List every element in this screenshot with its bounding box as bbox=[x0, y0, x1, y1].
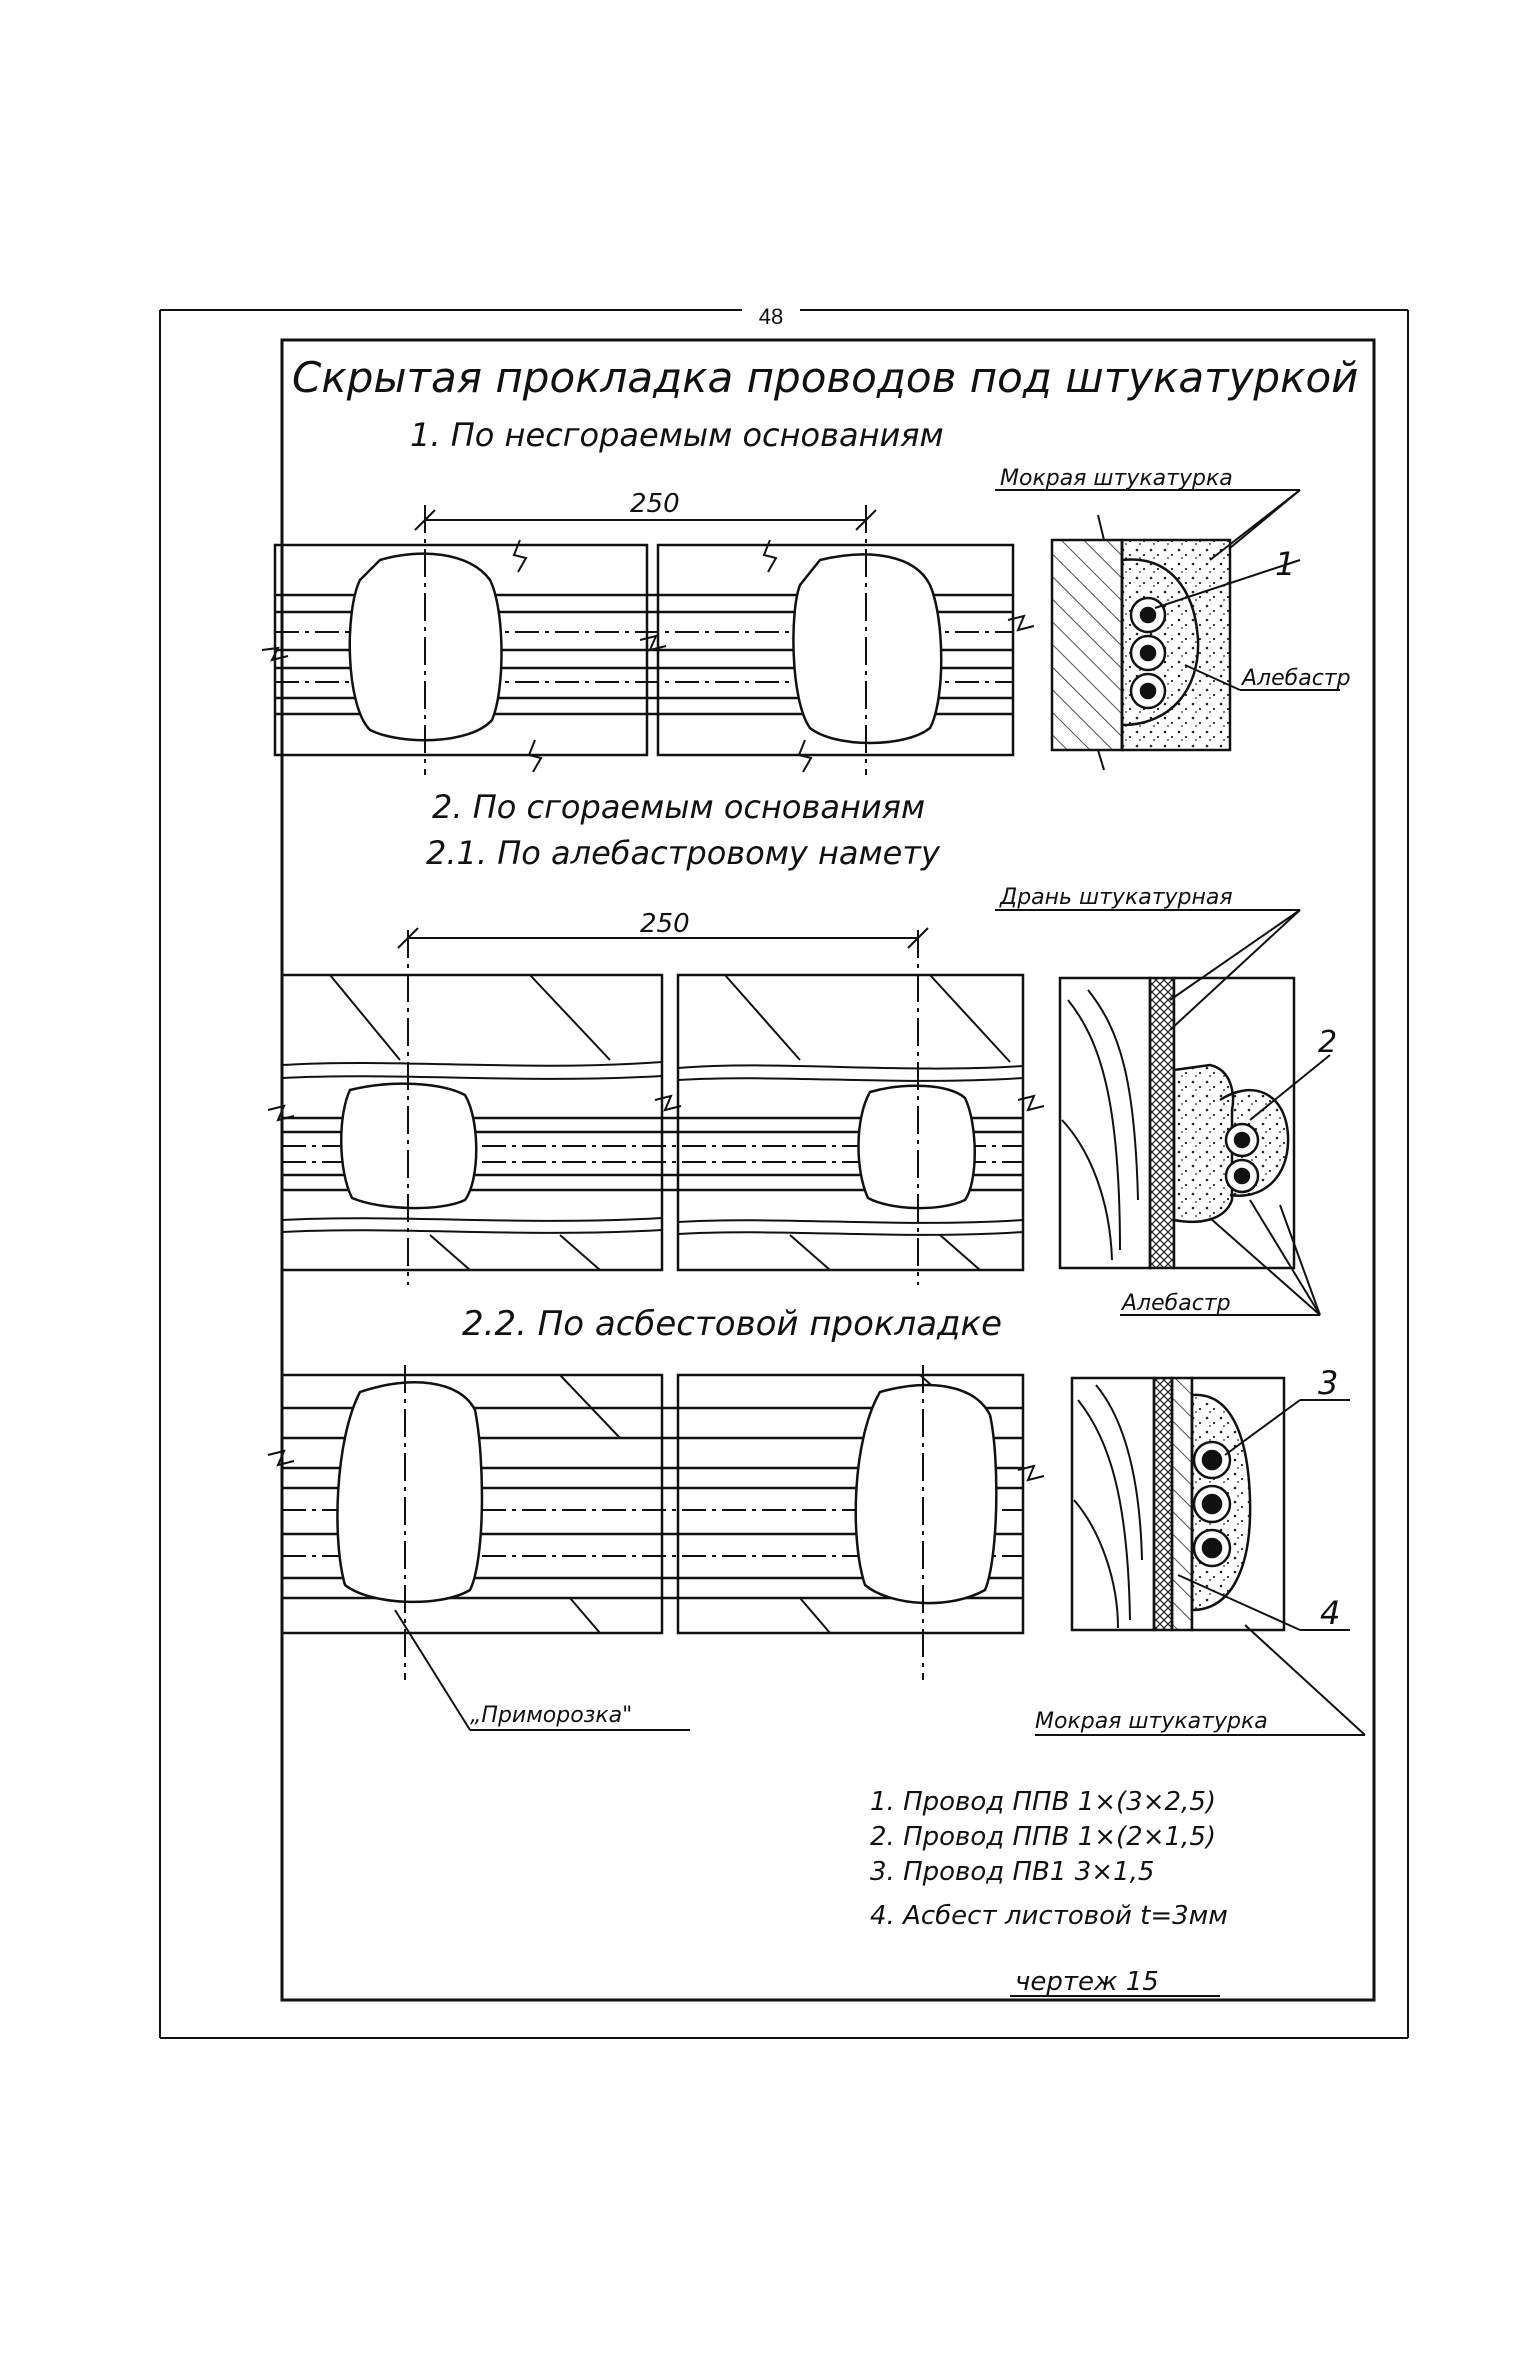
callout-frost: „Приморозка" bbox=[470, 1703, 632, 1728]
callout-alabaster-2: Алебастр bbox=[1120, 1291, 1231, 1316]
callout-number-4: 4 bbox=[1320, 1594, 1340, 1632]
dimension-250-top: 250 bbox=[630, 489, 680, 519]
dimension-250-middle: 250 bbox=[640, 909, 690, 939]
section-1-heading: 1. По несгораемым основаниям bbox=[410, 416, 944, 454]
section-2-2-heading: 2.2. По асбестовой прокладке bbox=[462, 1304, 1002, 1344]
section-2-1-plan bbox=[267, 927, 1045, 1285]
page-number: 48 bbox=[759, 304, 783, 329]
callout-wet-plaster-top: Мокрая штукатурка bbox=[1000, 466, 1233, 491]
section-2-2-leaders bbox=[394, 1609, 690, 1731]
legend-item-1: 1. Провод ППВ 1×(3×2,5) bbox=[870, 1787, 1216, 1817]
legend-item-2: 2. Провод ППВ 1×(2×1,5) bbox=[870, 1822, 1216, 1852]
callout-number-2: 2 bbox=[1318, 1025, 1337, 1060]
section-1-plan bbox=[261, 505, 1035, 775]
callout-alabaster-1: Алебастр bbox=[1240, 666, 1351, 691]
callout-wet-plaster-bottom: Мокрая штукатурка bbox=[1035, 1709, 1268, 1734]
section-2-1-leaders bbox=[995, 909, 1331, 1316]
section-1-leaders bbox=[995, 489, 1340, 691]
section-2-heading: 2. По сгораемым основаниям bbox=[432, 788, 925, 826]
drawing-label: чертеж 15 bbox=[1015, 1967, 1159, 1997]
callout-number-3: 3 bbox=[1318, 1364, 1338, 1402]
section-2-1-cross bbox=[1058, 976, 1296, 1270]
section-2-2-cross-leaders bbox=[1035, 1399, 1366, 1736]
callout-lath: Дрань штукатурная bbox=[999, 885, 1233, 910]
section-2-2-plan bbox=[267, 1365, 1045, 1680]
legend: 1. Провод ППВ 1×(3×2,5) 2. Провод ППВ 1×… bbox=[870, 1787, 1228, 1931]
section-1-cross bbox=[1050, 514, 1232, 771]
callout-number-1: 1 bbox=[1275, 545, 1295, 583]
section-2-1-heading: 2.1. По алебастровому намету bbox=[426, 834, 941, 872]
legend-item-3: 3. Провод ПВ1 3×1,5 bbox=[870, 1857, 1154, 1887]
drawing-title: Скрытая прокладка проводов под штукатурк… bbox=[292, 353, 1358, 402]
section-2-2-cross bbox=[1070, 1376, 1286, 1632]
legend-item-4: 4. Асбест листовой t=3мм bbox=[870, 1901, 1228, 1931]
